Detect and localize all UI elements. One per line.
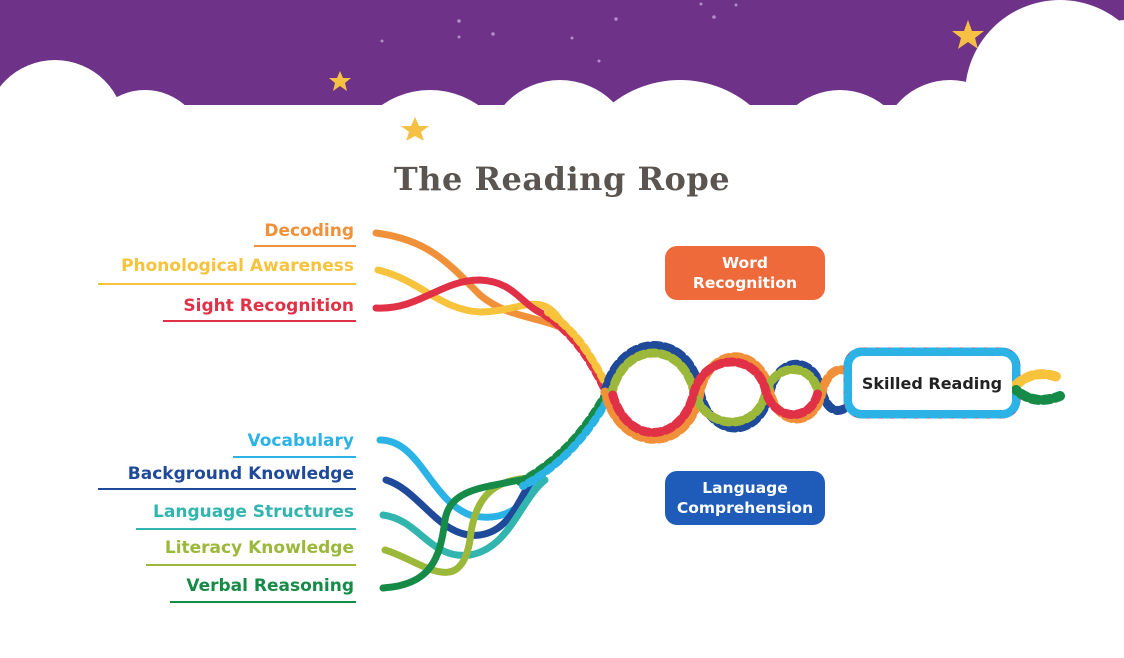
underline-language-structures xyxy=(136,528,356,530)
strand-label-phonological-awareness: Phonological Awareness xyxy=(121,256,354,276)
word-recognition-badge: Word Recognition xyxy=(665,246,825,300)
phonological-strand xyxy=(374,266,564,324)
underline-background-knowledge xyxy=(98,488,356,490)
strand-label-literacy-knowledge: Literacy Knowledge xyxy=(164,538,354,558)
underline-phonological-awareness xyxy=(98,283,356,285)
background-knowledge-strand xyxy=(382,466,544,539)
underline-literacy-knowledge xyxy=(146,564,356,566)
strand-label-language-structures: Language Structures xyxy=(153,502,354,522)
strand-label-decoding: Decoding xyxy=(264,221,354,241)
strand-label-vocabulary: Vocabulary xyxy=(247,431,355,451)
verbal-reasoning-strand xyxy=(379,476,524,592)
underline-decoding xyxy=(254,245,356,247)
page-title: The Reading Rope xyxy=(393,160,731,198)
sight-recognition-strand xyxy=(372,276,559,322)
strand-label-background-knowledge: Background Knowledge xyxy=(127,464,354,484)
underline-verbal-reasoning xyxy=(170,601,356,603)
underline-vocabulary xyxy=(233,456,356,458)
star-icon xyxy=(952,20,984,49)
language-structures-strand xyxy=(379,476,549,559)
sky-banner xyxy=(0,0,1124,140)
sparkle-stars xyxy=(380,2,738,63)
star-icon xyxy=(329,71,351,91)
skilled-reading-label: Skilled Reading xyxy=(852,356,1012,410)
star-icon xyxy=(401,117,429,140)
strand-label-verbal-reasoning: Verbal Reasoning xyxy=(186,576,354,596)
underline-sight-recognition xyxy=(163,320,356,322)
strand-label-sight-recognition: Sight Recognition xyxy=(183,296,354,316)
cloud-icon xyxy=(0,0,1124,140)
decoding-strand xyxy=(372,229,574,336)
language-comprehension-badge: Language Comprehension xyxy=(665,471,825,525)
